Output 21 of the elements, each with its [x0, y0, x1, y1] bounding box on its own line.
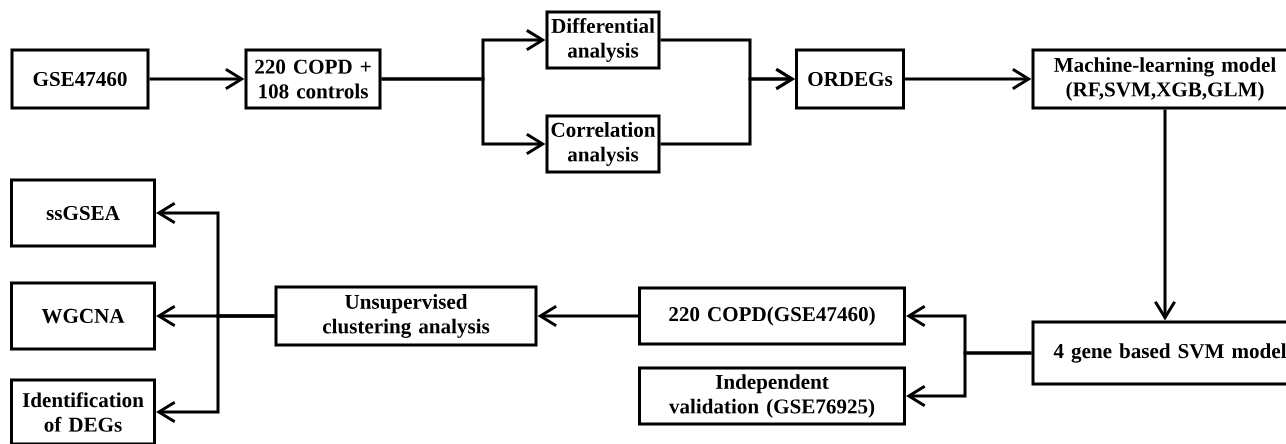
arrow [537, 305, 638, 327]
process-box: Machine-learning model (RF,SVM,XGB,GLM) [1031, 48, 1286, 110]
process-box: GSE47460 [10, 48, 150, 110]
arrow [1154, 109, 1176, 321]
process-box: ssGSEA [10, 178, 156, 248]
process-box: 4 gene based SVM model [1031, 320, 1286, 386]
process-box: Unsupervised clustering analysis [274, 285, 538, 347]
arrow [906, 351, 1032, 407]
process-box: 220 COPD + 108 controls [244, 48, 382, 110]
process-box: Differential analysis [545, 10, 661, 70]
process-box: ORDEGs [795, 48, 905, 110]
process-box: Identification of DEGs [10, 378, 156, 444]
process-box: Correlation analysis [545, 114, 661, 174]
arrow [660, 68, 795, 146]
process-box: WGCNA [10, 281, 156, 351]
process-box: Independent validation (GSE76925) [638, 366, 906, 426]
arrow [905, 68, 1032, 90]
arrow [381, 77, 546, 155]
process-box: 220 COPD(GSE47460) [638, 286, 906, 346]
arrow [156, 314, 275, 423]
arrow [149, 68, 245, 90]
